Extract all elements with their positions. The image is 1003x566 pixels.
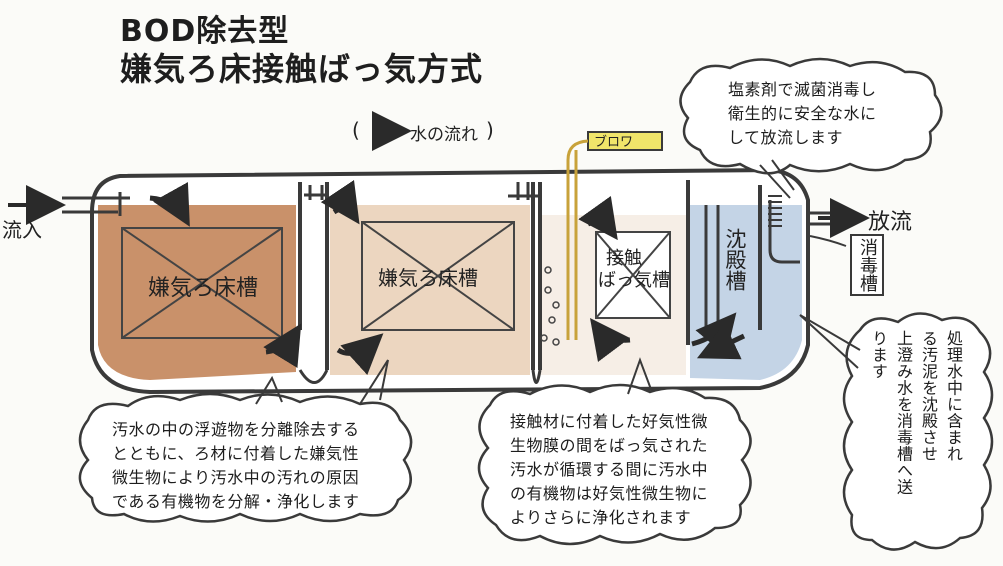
disinfect-pipe (768, 200, 800, 264)
flow-arrow-3 (320, 179, 360, 225)
tank1-water (98, 205, 296, 380)
callout-cloud-aeration (477, 383, 752, 546)
tank2-label: 嫌気ろ床槽 (378, 266, 478, 290)
callout-sedimentation-text: 処理水中に含まれ る汚泥を沈殿させ 上澄み水を消毒槽へ送 ります (869, 330, 963, 495)
flow-arrow-6 (589, 318, 631, 362)
flow-arrow-4 (336, 333, 384, 375)
callout-disinfection-text: 塩素剤で滅菌消毒し 衛生的に安全な水に して放流します (728, 80, 877, 147)
legend-label: 水の流れ (410, 125, 478, 145)
callout-cloud-sedimentation (842, 312, 994, 551)
tank4-label: 沈殿槽 (723, 228, 747, 291)
pointer-disinfect-tank (809, 235, 847, 247)
filter-media-1 (121, 227, 283, 339)
tank3-label-line2: ばっ気槽 (598, 270, 670, 291)
callout-cloud-anaerobic (78, 392, 413, 523)
pointer-aeration (627, 357, 653, 395)
legend-close-paren: ) (486, 118, 494, 142)
blower-label: ブロワ (594, 135, 634, 150)
pointer-anaerobic-2 (359, 359, 389, 405)
tank-bottom-hump (298, 369, 542, 384)
blower-air-pipe (566, 139, 589, 340)
diagram-title-line2: 嫌気ろ床接触ばっ気方式 (120, 50, 484, 88)
legend-open-paren: ( (352, 118, 360, 142)
transfer-pipe-2 (508, 182, 540, 200)
pointer-anaerobic-1 (255, 375, 283, 405)
tank1-label: 嫌気ろ床槽 (148, 276, 259, 301)
inflow-label: 流入 (2, 218, 42, 242)
disinfect-tank-label: 消毒槽 (850, 234, 884, 296)
outflow-label: 放流 (868, 210, 913, 235)
callout-aeration-text: 接触材に付着した好気性微 生物膜の間をばっ気された 汚水が循環する間に汚水中 の… (510, 412, 709, 527)
diagram-title-line1: BOD除去型 (120, 14, 290, 49)
callout-cloud-disinfection (679, 57, 943, 175)
flow-arrow-1 (149, 182, 190, 227)
flow-arrow-2 (263, 323, 302, 369)
callout-anaerobic-text: 汚水の中の浮遊物を分離除去する とともに、ろ材に付着した嫌気性 微生物により汚水… (112, 420, 360, 511)
air-bubbles (540, 266, 560, 346)
tank3-label-line1: 接触 (606, 248, 642, 269)
pointer-disinfection (759, 159, 795, 199)
flow-arrow-8 (696, 323, 746, 360)
flow-arrow-5 (578, 195, 618, 241)
pointer-sedimentation (799, 314, 861, 369)
chlorine-spring (768, 195, 782, 227)
